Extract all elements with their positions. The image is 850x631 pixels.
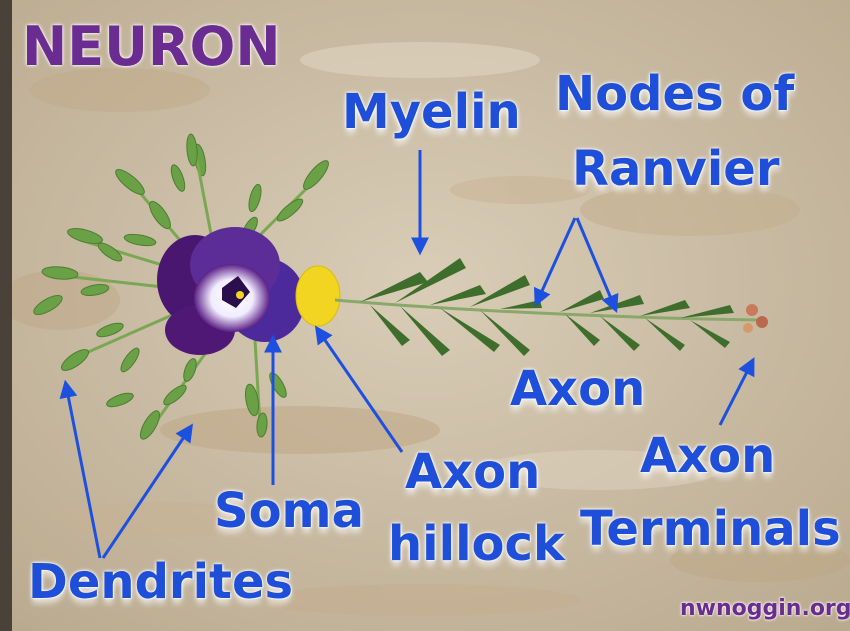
yellow-petal-icon xyxy=(296,266,340,326)
label-axon-terminals-line1: Axon xyxy=(640,432,775,480)
page-title: NEURON xyxy=(22,20,281,74)
label-nodes-line1: Nodes of xyxy=(555,70,794,118)
label-myelin: Myelin xyxy=(342,88,521,136)
label-dendrites: Dendrites xyxy=(28,558,293,606)
site-credit: nwnoggin.org xyxy=(680,598,850,620)
label-axon-hillock-line2: hillock xyxy=(388,520,565,568)
label-axon: Axon xyxy=(510,365,645,413)
photo-edge-strip xyxy=(0,0,12,631)
label-axon-terminals-line2: Terminals xyxy=(580,505,841,553)
label-soma: Soma xyxy=(214,487,364,535)
label-axon-hillock-line1: Axon xyxy=(405,448,540,496)
label-nodes-line2: Ranvier xyxy=(572,145,780,193)
